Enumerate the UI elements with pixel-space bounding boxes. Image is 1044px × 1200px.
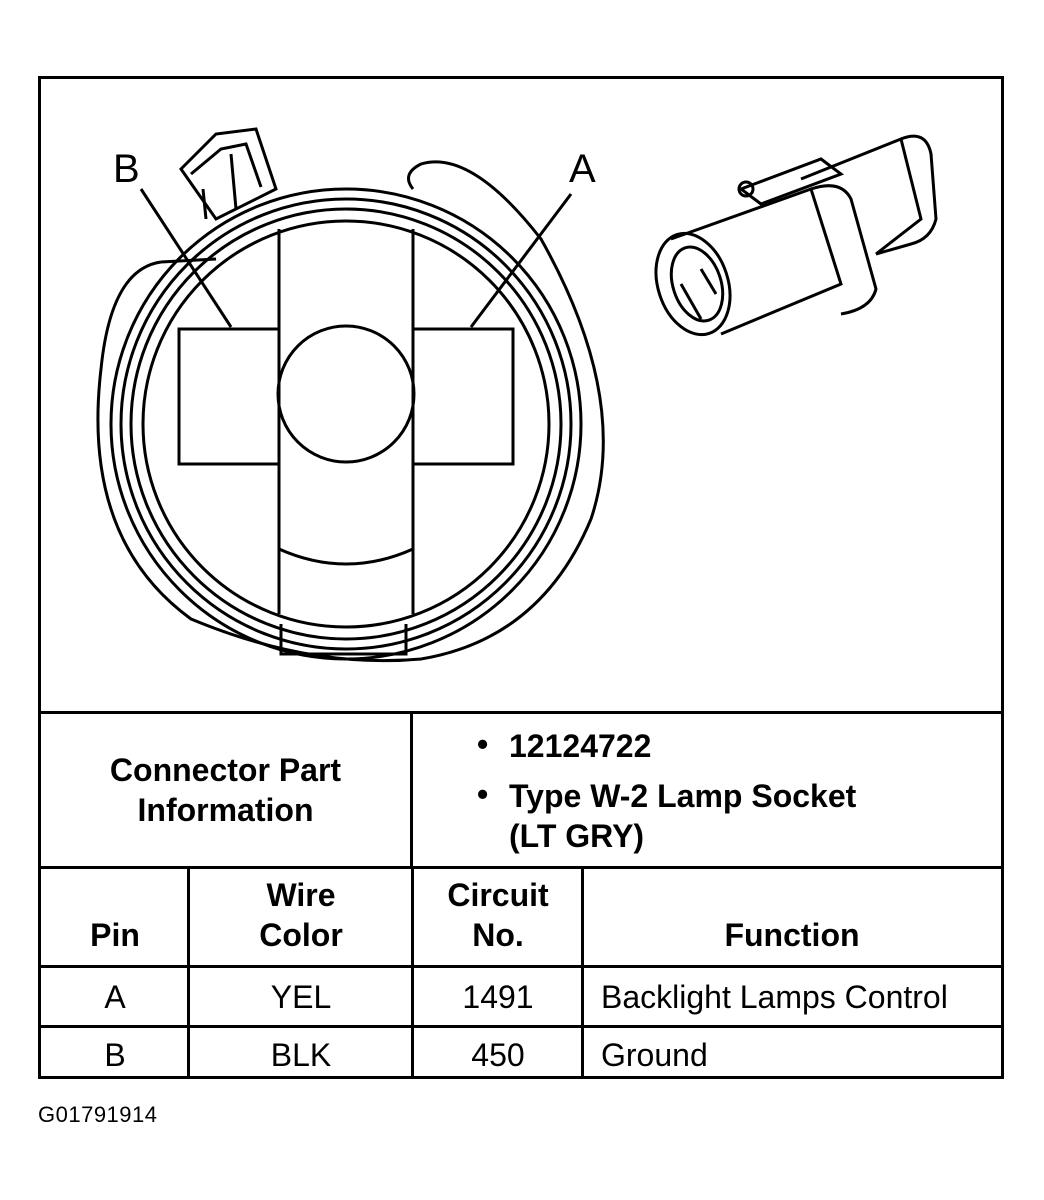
info-heading-line2: Information — [137, 792, 314, 828]
diagram-frame: B A Connector Part Information • 1212472… — [38, 76, 1004, 1079]
connector-face-illustration — [96, 127, 938, 663]
part-color: (LT GRY) — [509, 818, 645, 854]
table-row-a-pin: A — [104, 978, 126, 1015]
pin-b-label: B — [113, 147, 140, 191]
connector-part-info-table: Connector Part Information • 12124722 • … — [41, 711, 1001, 866]
header-wire-color: Wire Color — [259, 877, 343, 953]
pin-a-label: A — [569, 147, 596, 191]
info-heading-line1: Connector Part — [109, 752, 342, 788]
connector-drawing: B A — [41, 79, 1001, 711]
pin-assignment-table: Pin Wire Color Circuit No. Function A YE… — [41, 866, 1001, 1079]
table-row-a-function: Backlight Lamps Control — [601, 978, 948, 1015]
connector-part-info-heading: Connector Part Information — [41, 714, 413, 866]
connector-part-info-values: • 12124722 • Type W-2 Lamp Socket (LT GR… — [413, 714, 1001, 866]
table-row-b-circuit: 450 — [471, 1037, 525, 1073]
table-row-b-function: Ground — [601, 1037, 708, 1073]
table-row-b-wire: BLK — [270, 1037, 332, 1073]
part-number: 12124722 — [509, 728, 652, 764]
table-row-a-circuit: 1491 — [462, 978, 534, 1015]
header-circuit-no: Circuit No. — [447, 877, 549, 953]
header-pin: Pin — [90, 917, 140, 953]
bullet-icon: • — [477, 776, 489, 812]
table-row-a-wire: YEL — [270, 978, 332, 1015]
table-row-b-pin: B — [104, 1037, 126, 1073]
figure-id: G01791914 — [38, 1102, 158, 1127]
part-type: Type W-2 Lamp Socket — [509, 778, 857, 814]
header-function: Function — [724, 917, 860, 953]
bullet-icon: • — [477, 726, 489, 762]
